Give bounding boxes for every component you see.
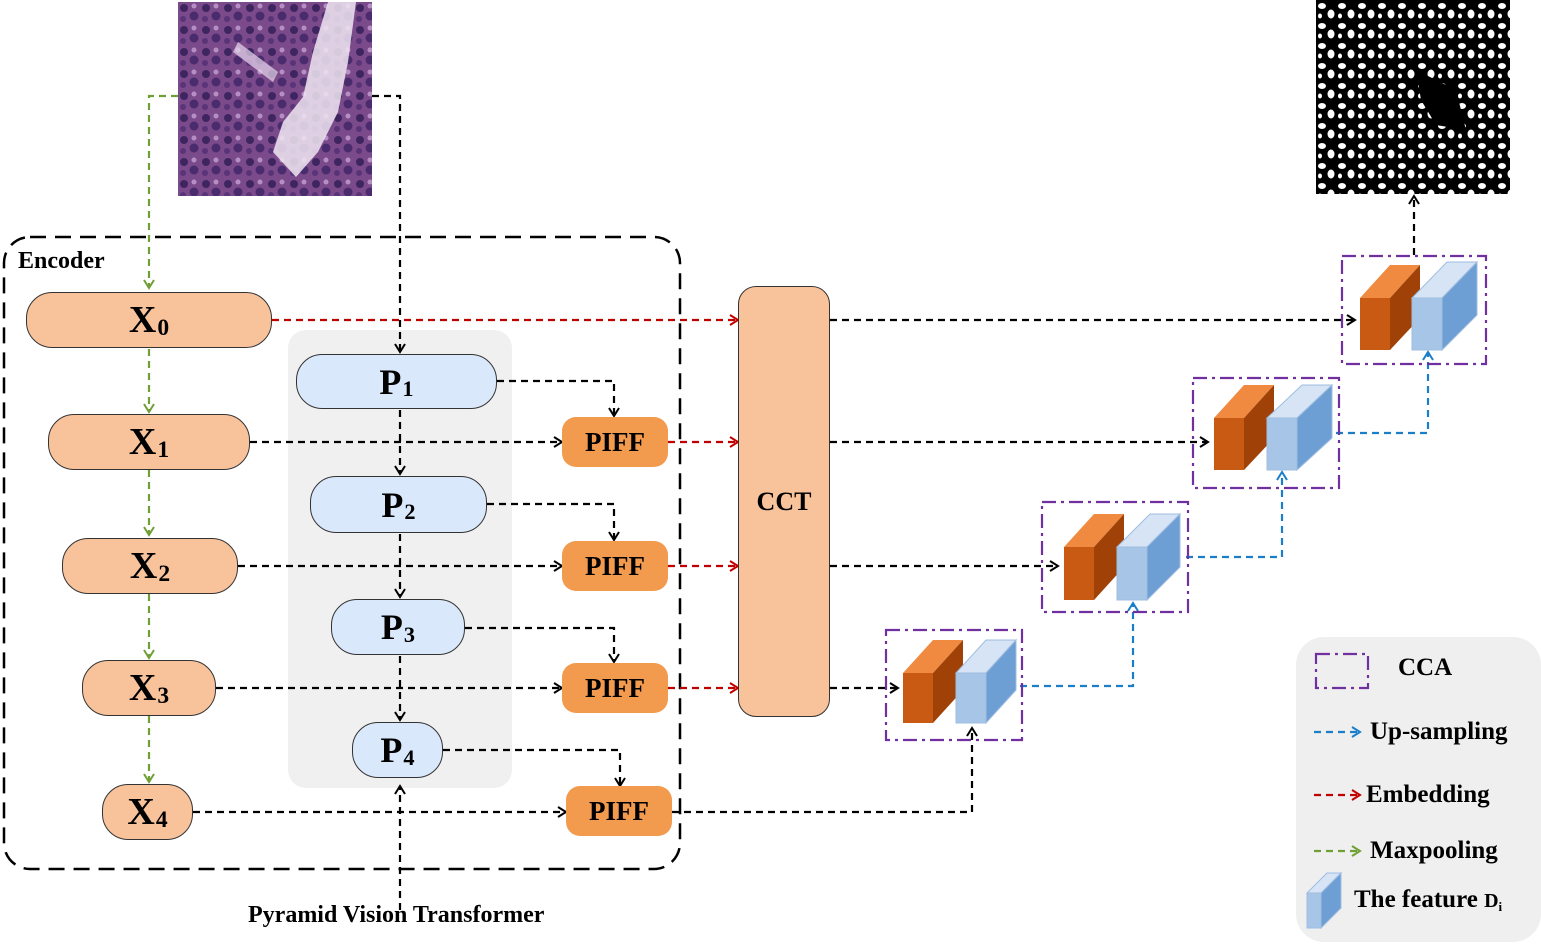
p4-to-piff4-arrow <box>443 748 626 788</box>
piff-node-3: PIFF <box>562 663 668 713</box>
node-subscript: 4 <box>155 806 168 833</box>
legend-feature-cube-icon <box>1305 871 1343 930</box>
segmentation-output-mask <box>1316 0 1510 194</box>
node-symbol: X <box>128 421 157 463</box>
legend-feature-text: The feature <box>1354 886 1478 913</box>
piff-node-2: PIFF <box>562 541 668 591</box>
node-subscript: 3 <box>403 621 416 647</box>
feature-block-4 <box>1360 260 1479 352</box>
legend-upsampling-label: Up-sampling <box>1370 718 1508 745</box>
encoder-label: Encoder <box>18 248 105 274</box>
feature-block-1 <box>903 638 1018 725</box>
node-subscript: 2 <box>158 560 171 587</box>
histology-input-image <box>178 2 372 196</box>
node-symbol: P <box>380 607 403 647</box>
legend-embedding-label: Embedding <box>1366 781 1490 808</box>
encoder-frame <box>2 235 682 871</box>
node-subscript: 2 <box>404 499 416 525</box>
p1-to-piff1-arrow <box>497 379 620 418</box>
cca-frame-1 <box>884 628 1024 742</box>
cct-block: CCT <box>738 286 830 717</box>
legend-cca-symbol <box>1314 652 1370 690</box>
piff-node-4: PIFF <box>566 786 672 836</box>
cca-frame-4 <box>1340 254 1488 366</box>
cca-frame-3 <box>1191 376 1341 490</box>
piff4-to-cca1-arrow <box>672 726 978 814</box>
legend-cca-label: CCA <box>1398 654 1453 681</box>
node-symbol: P <box>380 730 403 770</box>
node-symbol: X <box>128 299 157 341</box>
p3-to-piff3-arrow <box>465 626 620 664</box>
pvt-label: Pyramid Vision Transformer <box>248 902 545 928</box>
node-subscript: 4 <box>403 744 415 770</box>
legend-feature-subscript: i <box>1498 899 1503 914</box>
upsample-1-arrow <box>1020 601 1139 688</box>
legend-feature-label: The feature Di <box>1354 886 1502 914</box>
node-symbol: X <box>127 791 155 833</box>
legend-feature-symbol: D <box>1484 890 1499 912</box>
piff-node-1: PIFF <box>562 417 668 467</box>
upsample-2-arrow <box>1186 470 1288 559</box>
node-symbol: X <box>129 545 158 587</box>
node-subscript: 1 <box>157 436 170 463</box>
p2-to-piff2-arrow <box>487 502 620 542</box>
node-symbol: P <box>379 361 402 402</box>
legend-maxpooling-label: Maxpooling <box>1370 837 1498 864</box>
node-subscript: 0 <box>157 314 170 341</box>
node-symbol: X <box>128 667 157 709</box>
image-to-p1-arrow <box>372 94 406 354</box>
maxpool-arrow-in <box>143 94 178 290</box>
cca-frame-2 <box>1040 500 1190 614</box>
node-symbol: P <box>381 484 404 525</box>
feature-block-3 <box>1214 383 1334 472</box>
node-subscript: 3 <box>157 682 170 709</box>
upsample-3-arrow <box>1336 350 1434 435</box>
node-subscript: 1 <box>402 376 414 402</box>
feature-block-2 <box>1064 512 1182 602</box>
